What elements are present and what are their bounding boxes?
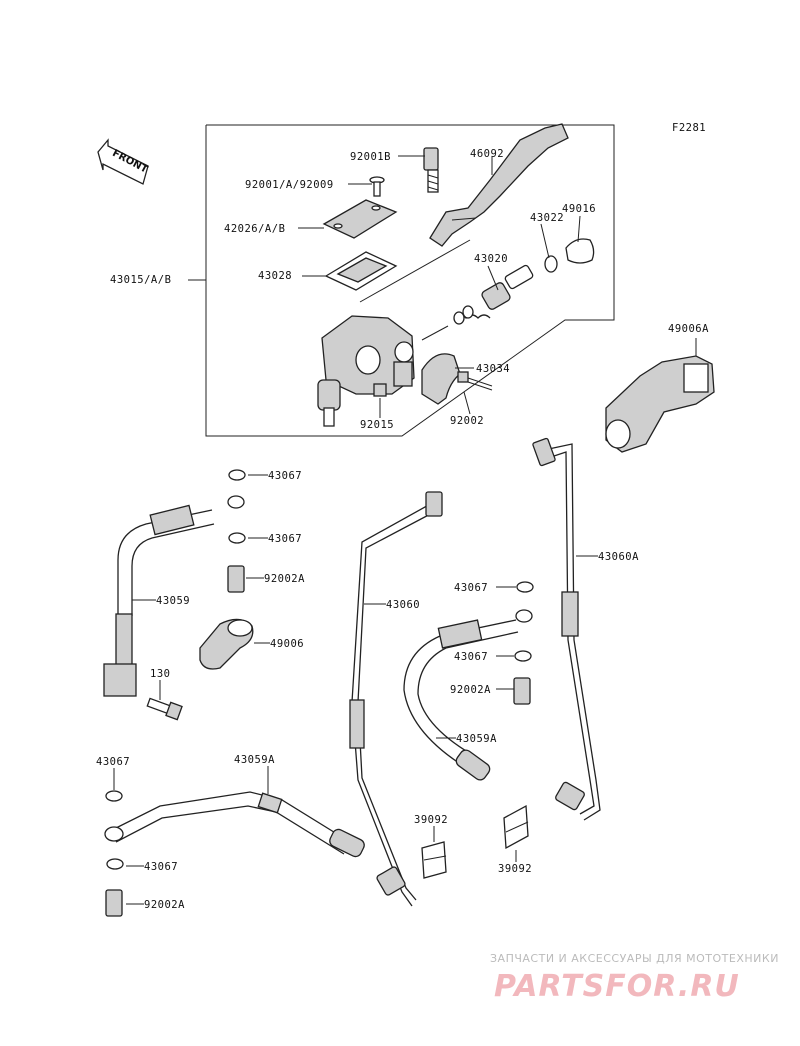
washer-left-2 xyxy=(228,532,246,544)
brake-switch-49006A-part xyxy=(605,338,715,453)
callout-92001-92009: 92001/A/92009 xyxy=(245,179,334,191)
washer-mid-1 xyxy=(516,581,534,593)
boot-part xyxy=(565,238,595,264)
washer-left-1 xyxy=(228,469,246,481)
figure-code: F2281 xyxy=(672,122,706,134)
watermark-tagline: ЗАПЧАСТИ И АКСЕССУАРЫ ДЛЯ МОТОТЕХНИКИ xyxy=(490,952,779,965)
master-cylinder-box xyxy=(205,124,615,437)
banjo-bolt-left xyxy=(227,565,245,593)
callout-92002A-c: 92002A xyxy=(144,899,185,911)
hose-43059A-mid-part xyxy=(403,609,533,781)
pivot-bolt-part xyxy=(423,147,439,193)
callout-43022: 43022 xyxy=(530,212,564,224)
callout-43067-c: 43067 xyxy=(454,582,488,594)
callout-130: 130 xyxy=(150,668,170,680)
lever-part xyxy=(429,123,569,247)
washer-mid-2 xyxy=(514,650,532,662)
callout-43020: 43020 xyxy=(474,253,508,265)
pipe-43060A-part xyxy=(532,437,601,821)
leader-lines-box xyxy=(188,155,581,418)
diaphragm-part xyxy=(324,251,398,291)
callout-49006A: 49006A xyxy=(668,323,709,335)
callout-92002: 92002 xyxy=(450,415,484,427)
cap-screw-part xyxy=(369,176,385,197)
callout-39092-b: 39092 xyxy=(498,863,532,875)
bolt-130-part xyxy=(146,697,183,721)
callout-42026: 42026/A/B xyxy=(224,223,285,235)
callout-43060: 43060 xyxy=(386,599,420,611)
reservoir-cap-part xyxy=(322,199,398,239)
watermark-brand: PARTSFOR.RU xyxy=(494,969,740,1004)
callout-43067-b: 43067 xyxy=(268,533,302,545)
master-cylinder-body xyxy=(317,315,415,427)
callout-43059: 43059 xyxy=(156,595,190,607)
hose-43059-part xyxy=(103,495,245,697)
callout-43067-d: 43067 xyxy=(454,651,488,663)
banjo-bolt-low xyxy=(105,889,123,917)
hose-43059A-low-part xyxy=(104,791,365,858)
callout-43067-a: 43067 xyxy=(268,470,302,482)
callout-43059A-low: 43059A xyxy=(234,754,275,766)
callout-92002A-a: 92002A xyxy=(264,573,305,585)
washer-low-1 xyxy=(105,790,123,802)
callout-46092: 46092 xyxy=(470,148,504,160)
callout-43059A-mid: 43059A xyxy=(456,733,497,745)
pipe-43060-part xyxy=(349,491,443,907)
clip-39092-b-part xyxy=(503,804,529,850)
callout-49016: 49016 xyxy=(562,203,596,215)
callout-43067-e: 43067 xyxy=(96,756,130,768)
callout-43034: 43034 xyxy=(476,363,510,375)
banjo-bolt-mid xyxy=(513,677,531,705)
brake-switch-49006-part xyxy=(199,618,254,670)
callout-43060A: 43060A xyxy=(598,551,639,563)
front-arrow-icon: FRONT xyxy=(97,138,149,185)
clamp-part xyxy=(421,353,461,405)
clip-39092-a-part xyxy=(421,841,447,879)
circlip-part xyxy=(544,255,558,273)
callout-39092-a: 39092 xyxy=(414,814,448,826)
piston-assembly-part xyxy=(453,264,534,325)
washer-low-2 xyxy=(106,858,124,870)
callout-43028: 43028 xyxy=(258,270,292,282)
callout-92002A-b: 92002A xyxy=(450,684,491,696)
callout-43067-f: 43067 xyxy=(144,861,178,873)
callout-92015: 92015 xyxy=(360,419,394,431)
clamp-bolt-part xyxy=(457,371,493,391)
bleeder-part xyxy=(373,383,387,397)
callout-43015: 43015/A/B xyxy=(110,274,171,286)
callout-49006: 49006 xyxy=(270,638,304,650)
callout-92001B: 92001B xyxy=(350,151,391,163)
